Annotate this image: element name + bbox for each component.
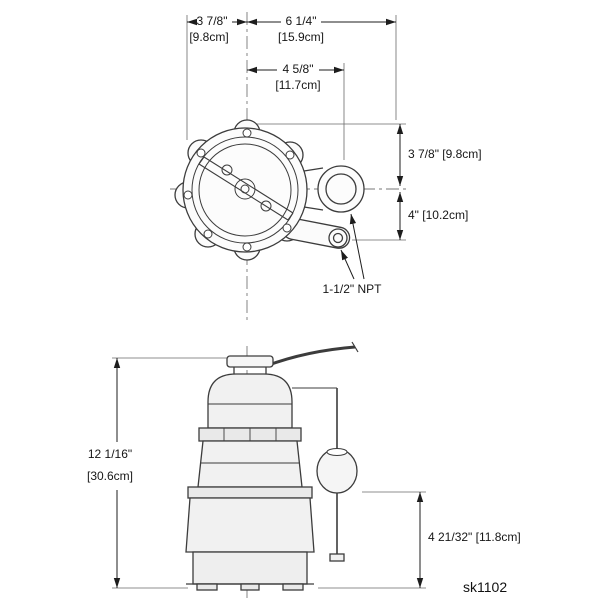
cover-handle [198,156,294,221]
casing-band [187,486,313,499]
dimension-lines [113,18,424,588]
dim-overall-height-inches: 12 1/16" [87,447,133,461]
cover-detail-hole-2 [260,200,272,212]
discharge-npt-label: 1-1/2" NPT [322,282,382,296]
handle [226,355,274,368]
dim-side-lower: 4" [10.2cm] [408,208,469,222]
cover-ring-inner [198,143,292,237]
dim-top-left-metric: [9.8cm] [189,30,229,44]
base-foot-left [196,583,218,591]
motor-cap [207,373,293,429]
volute [185,497,315,553]
dim-side-upper: 3 7/8" [9.8cm] [408,147,482,161]
float-rod-stop [329,553,345,562]
base-foot-center [240,583,260,591]
cover-hub [234,178,256,200]
dim-discharge-metric: [11.7cm] [275,78,321,92]
dim-discharge-inches: 4 5/8" [282,62,314,76]
dim-top-left-inches: 3 7/8" [196,14,228,28]
discharge-port-outer [317,165,365,213]
motor-housing [197,440,303,488]
discharge-port-bore [325,173,357,205]
dim-float-to-base: 4 21/32" [11.8cm] [428,530,521,544]
dim-overall-height-metric: [30.6cm] [86,469,134,483]
cover-detail-hole-1 [221,164,233,176]
dim-top-right-metric: [15.9cm] [277,30,325,44]
cord-end-tick [351,341,359,353]
arm-port-bore [332,232,344,244]
power-cord [265,345,356,368]
npt-leader-2 [340,249,355,280]
extension-lines [112,15,426,589]
dim-top-right-inches: 6 1/4" [285,14,317,28]
pump-base [192,551,308,585]
drawing-code: sk1102 [463,579,508,595]
side-view-drawing [185,341,359,591]
float-top-seam [326,448,348,456]
arm-port-outer [328,228,348,248]
base-foot-right [282,583,304,591]
cover-hub-hole [240,184,250,194]
bolt-holes [183,128,295,252]
pump-cover-outline [182,127,308,253]
npt-leader-1 [349,213,365,280]
top-view-drawing [174,119,365,261]
